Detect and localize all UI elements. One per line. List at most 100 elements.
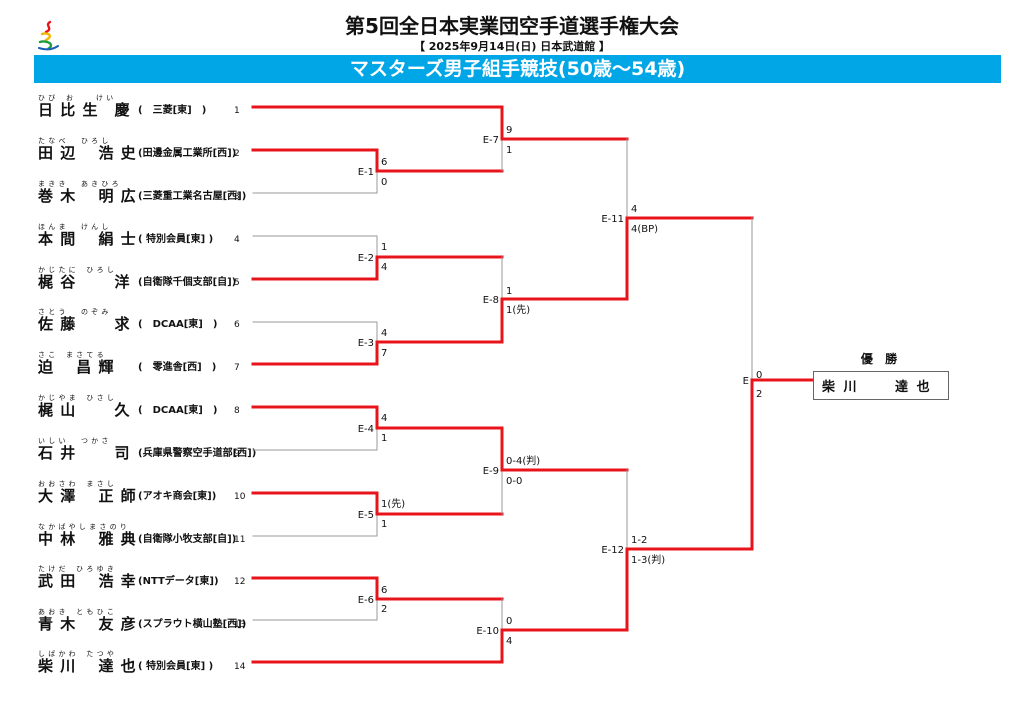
entry-number: 4 [234, 235, 240, 245]
match-score-bottom: 1 [381, 519, 387, 530]
entry-number: 7 [234, 363, 240, 373]
match-score-top: 6 [381, 157, 387, 168]
match-score-top: 1(先) [381, 498, 405, 510]
entry-reading: あ お き と も ひ こ [38, 608, 115, 616]
entry-name: 巻 木 明 広 [38, 187, 137, 205]
match-score-bottom: 1 [381, 433, 387, 444]
page-title: 第5回全日本実業団空手道選手権大会 [345, 14, 679, 38]
match-score-top: 0-4(判) [506, 455, 540, 467]
match-id-label: E-5 [358, 510, 374, 521]
match-id-label: E-3 [358, 338, 374, 349]
entry-reading: ほ ん ま け ん し [38, 223, 109, 231]
entry-row: さ こ ま さ て る迫 昌 輝 ( 零進舎[西] ) 7 [38, 351, 253, 377]
entry-number: 13 [234, 620, 246, 630]
entry-name: 梶 山 久 [38, 401, 131, 419]
match-score-top: 1 [381, 242, 387, 253]
champion-name: 柴 川 達 也 [822, 380, 932, 395]
match-score-top: 1-2 [631, 535, 647, 546]
entry-name: 迫 昌 輝 [38, 358, 115, 376]
entry-row: お お さ わ ま さ し大 澤 正 師(アオキ商会[東])10 [38, 480, 253, 506]
entry-number: 12 [234, 577, 246, 587]
entry-reading: ま き き あ き ひ ろ [38, 180, 120, 188]
entry-name: 日 比 生 慶 [38, 101, 131, 119]
match-score-top: 4 [631, 204, 637, 215]
match-id-label: E-2 [358, 253, 374, 264]
division-banner: マスターズ男子組手競技(50歳～54歳) [34, 55, 1001, 83]
match-id-label: E-12 [601, 545, 624, 556]
match-score-bottom: 7 [381, 348, 387, 359]
entry-row: さ と う の ぞ み佐 藤 求( DCAA[東] )6 [38, 308, 253, 334]
entry-number: 6 [234, 320, 240, 330]
entry-name: 梶 谷 洋 [38, 273, 131, 291]
match-score-bottom: 4 [506, 636, 512, 647]
entry-affiliation: ( 三菱[東] ) [138, 105, 207, 116]
match-score-bottom: 1(先) [506, 304, 530, 316]
entry-reading: さ こ ま さ て る [38, 351, 105, 359]
entry-number: 1 [234, 106, 240, 116]
match-score-top: 9 [506, 125, 512, 136]
entry-row: か じ や ま ひ さ し梶 山 久 ( DCAA[東] ) 8 [38, 394, 253, 420]
entry-name: 大 澤 正 師 [38, 487, 137, 505]
match-score-bottom: 0-0 [506, 476, 522, 487]
entry-affiliation: ( DCAA[東] ) [138, 319, 218, 330]
entry-name: 佐 藤 求 [38, 315, 131, 333]
entry-row: た け だ ひ ろ ゆ き武 田 浩 幸(NTTデータ[東]) 12 [38, 565, 253, 591]
match-score-bottom: 1-3(判) [631, 554, 665, 566]
match-score-top: 4 [381, 328, 387, 339]
entry-name: 柴 川 達 也 [38, 657, 137, 675]
entry-number: 2 [234, 149, 240, 159]
entry-affiliation: ( 特別会員[東] ) [138, 234, 214, 245]
entry-affiliation: ( 特別会員[東] ) [138, 661, 214, 672]
entry-name: 青 木 友 彦 [38, 615, 137, 633]
entry-reading: い し い つ か さ [38, 437, 109, 445]
event-date-venue: 【 2025年9月14日(日) 日本武道館 】 [413, 40, 611, 53]
entry-reading: ひ び お け い [38, 94, 114, 102]
entry-number: 14 [234, 662, 246, 672]
entry-number: 11 [234, 535, 246, 545]
entry-row: し ば か わ た つ や柴 川 達 也( 特別会員[東] ) 14 [38, 650, 253, 676]
entry-affiliation: (田邊金属工業所[西]) [138, 148, 237, 159]
entry-row: た な べ ひ ろ し田 辺 浩 史(田邊金属工業所[西])2 [38, 137, 253, 163]
match-score-bottom: 1 [506, 145, 512, 156]
match-score-top: 0 [756, 370, 762, 381]
entry-affiliation: (アオキ商会[東]) [138, 491, 217, 502]
entry-affiliation: (三菱重工業名古屋[西]) [138, 191, 247, 202]
federation-logo-icon [38, 20, 59, 51]
entry-reading: し ば か わ た つ や [38, 650, 115, 658]
entry-affiliation: (自衛隊千個支部[自]) [138, 277, 237, 288]
match-score-top: 0 [506, 616, 512, 627]
entry-affiliation: (兵庫県警察空手道部[西]) [138, 448, 257, 459]
entry-row: ひ び お け い日 比 生 慶 ( 三菱[東] ) 1 [38, 94, 253, 120]
entry-affiliation: (自衛隊小牧支部[自]) [138, 534, 237, 545]
entry-row: ま き き あ き ひ ろ巻 木 明 広(三菱重工業名古屋[西])3 [38, 180, 253, 206]
entry-name: 武 田 浩 幸 [38, 572, 137, 590]
match-id-label: E-4 [358, 424, 374, 435]
entry-reading: な か ば や し ま さ の り [38, 523, 128, 531]
match-score-bottom: 2 [381, 604, 387, 615]
match-score-top: 6 [381, 585, 387, 596]
entry-row: あ お き と も ひ こ青 木 友 彦(スプラウト横山塾[西])13 [38, 608, 253, 634]
entry-row: な か ば や し ま さ の り中 林 雅 典(自衛隊小牧支部[自])11 [38, 523, 253, 549]
entry-row: い し い つ か さ石 井 司 (兵庫県警察空手道部[西])9 [38, 437, 256, 463]
entry-affiliation: ( 零進舎[西] ) [138, 362, 217, 373]
match-id-label: E-6 [358, 595, 374, 606]
entry-number: 3 [234, 192, 240, 202]
match-score-bottom: 4 [381, 262, 387, 273]
entry-number: 10 [234, 492, 246, 502]
match-id-label: E-8 [483, 295, 499, 306]
entry-number: 8 [234, 406, 240, 416]
entry-name: 中 林 雅 典 [38, 530, 137, 548]
entry-name: 本 間 絹 士 [38, 230, 137, 248]
entry-row: ほ ん ま け ん し本 間 絹 士( 特別会員[東] ) 4 [38, 223, 253, 249]
entry-reading: か じ や ま ひ さ し [38, 394, 115, 402]
match-score-top: 1 [506, 286, 512, 297]
match-score-top: 4 [381, 413, 387, 424]
entry-name: 石 井 司 [38, 444, 131, 462]
entry-affiliation: ( DCAA[東] ) [138, 405, 218, 416]
entry-number: 9 [234, 449, 240, 459]
match-id-label: E-11 [601, 214, 624, 225]
entry-affiliation: (NTTデータ[東]) [138, 576, 219, 587]
entry-reading: た け だ ひ ろ ゆ き [38, 565, 115, 573]
entry-row: か じ た に ひ ろ し梶 谷 洋(自衛隊千個支部[自])5 [38, 266, 253, 292]
